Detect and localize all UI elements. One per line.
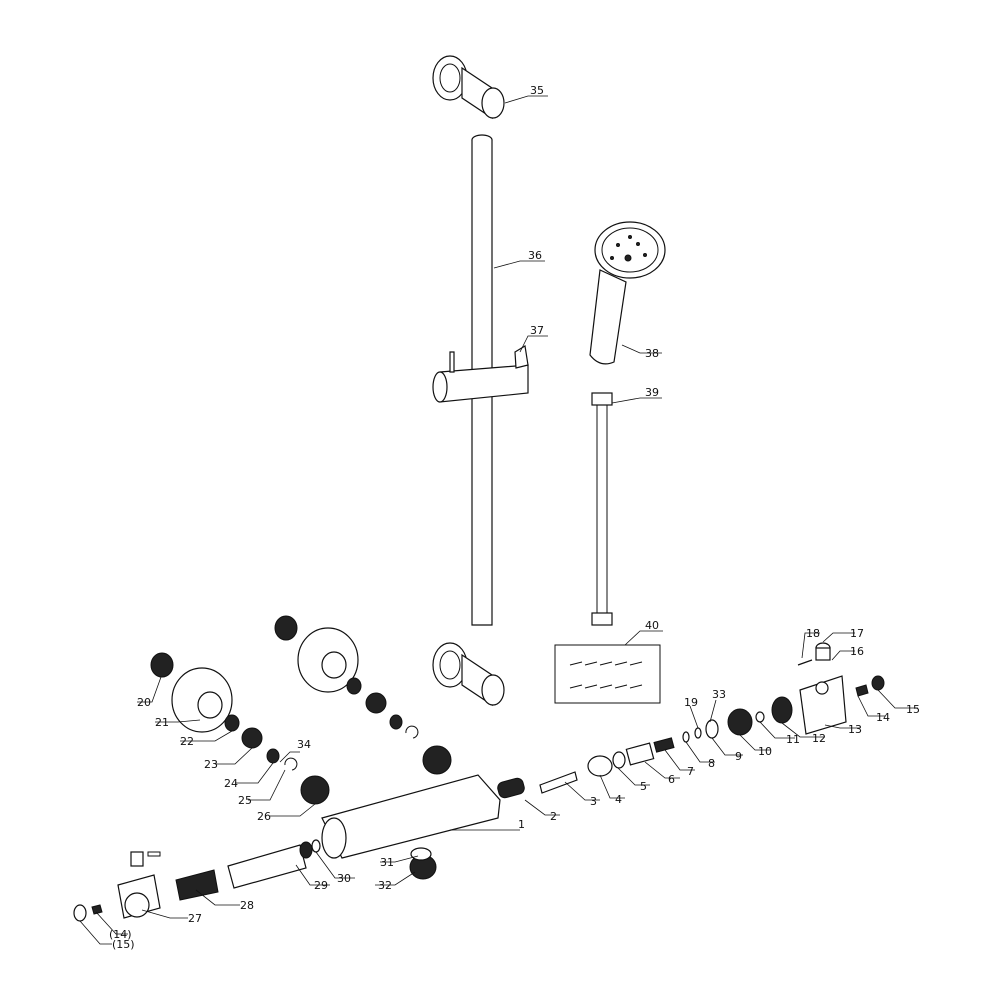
callout-32: 32 [378, 879, 392, 892]
callout-8: 8 [708, 757, 715, 770]
callout-28: 28 [240, 899, 254, 912]
left-handle-assembly [73, 839, 437, 922]
callout-15-alt: (15) [112, 938, 135, 951]
callout-30: 30 [337, 872, 351, 885]
callout-labels: 35 36 37 38 39 40 1 2 3 4 5 6 7 8 9 10 1… [109, 84, 920, 951]
rail-top-bracket [432, 55, 505, 120]
callout-24: 24 [224, 777, 238, 790]
slider-holder [432, 345, 529, 403]
right-cartridge-parts [497, 642, 885, 799]
callout-26: 26 [257, 810, 271, 823]
callout-35: 35 [530, 84, 544, 97]
callout-18: 18 [806, 627, 820, 640]
callout-7: 7 [687, 765, 694, 778]
callout-20: 20 [137, 696, 151, 709]
callout-27: 27 [188, 912, 202, 925]
callout-33: 33 [712, 688, 726, 701]
callout-14: 14 [876, 711, 890, 724]
callout-14-alt: (14) [109, 928, 132, 941]
shower-hose [591, 392, 613, 626]
callout-12: 12 [812, 732, 826, 745]
callout-11: 11 [786, 733, 800, 746]
middle-inlet-connectors [274, 615, 452, 775]
callout-38: 38 [645, 347, 659, 360]
callout-36: 36 [528, 249, 542, 262]
callout-5: 5 [640, 780, 647, 793]
callout-40: 40 [645, 619, 659, 632]
fixing-kit [554, 644, 661, 704]
callout-9: 9 [735, 750, 742, 763]
leader-lines [79, 95, 918, 945]
callout-4: 4 [615, 793, 622, 806]
callout-17: 17 [850, 627, 864, 640]
callout-39: 39 [645, 386, 659, 399]
left-inlet-connectors [150, 652, 330, 805]
callout-1: 1 [518, 818, 525, 831]
callout-6: 6 [668, 773, 675, 786]
callout-31: 31 [380, 856, 394, 869]
callout-25: 25 [238, 794, 252, 807]
callout-37: 37 [530, 324, 544, 337]
callout-10: 10 [758, 745, 772, 758]
callout-21: 21 [155, 716, 169, 729]
callout-15: 15 [906, 703, 920, 716]
callout-34: 34 [297, 738, 311, 751]
callout-29: 29 [314, 879, 328, 892]
callout-13: 13 [848, 723, 862, 736]
callout-2: 2 [550, 810, 557, 823]
callout-23: 23 [204, 758, 218, 771]
mixer-body [321, 774, 501, 859]
callout-3: 3 [590, 795, 597, 808]
callout-16: 16 [850, 645, 864, 658]
rail-bottom-bracket [432, 642, 505, 707]
callout-19: 19 [684, 696, 698, 709]
hand-shower [589, 221, 666, 365]
callout-22: 22 [180, 735, 194, 748]
